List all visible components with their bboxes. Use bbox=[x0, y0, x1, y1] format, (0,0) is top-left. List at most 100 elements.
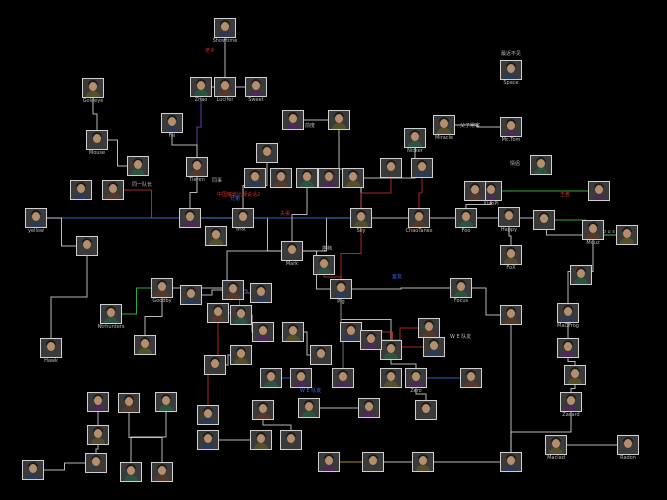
person-node[interactable] bbox=[332, 368, 354, 394]
person-node[interactable] bbox=[418, 318, 440, 344]
person-node[interactable] bbox=[310, 345, 332, 371]
person-node[interactable] bbox=[22, 460, 44, 486]
person-node[interactable] bbox=[296, 168, 318, 194]
person-node[interactable] bbox=[270, 168, 292, 194]
person-node[interactable] bbox=[380, 368, 402, 394]
person-node[interactable] bbox=[358, 398, 380, 424]
person-node[interactable] bbox=[282, 322, 304, 348]
person-node[interactable] bbox=[380, 158, 402, 184]
person-node[interactable] bbox=[530, 155, 552, 181]
person-node[interactable] bbox=[588, 181, 610, 207]
person-node[interactable]: Goodby bbox=[151, 278, 173, 304]
person-node[interactable] bbox=[360, 330, 382, 356]
person-node[interactable] bbox=[362, 452, 384, 478]
person-node[interactable] bbox=[204, 355, 226, 381]
person-node[interactable]: Radon bbox=[617, 435, 639, 461]
person-node[interactable]: Mark bbox=[281, 241, 303, 267]
person-node[interactable] bbox=[197, 430, 219, 456]
person-node[interactable] bbox=[134, 335, 156, 361]
person-node[interactable] bbox=[313, 255, 335, 281]
person-node[interactable] bbox=[500, 452, 522, 478]
person-node[interactable]: Focus bbox=[450, 278, 472, 304]
person-node[interactable] bbox=[87, 425, 109, 451]
person-node[interactable] bbox=[290, 368, 312, 394]
person-node[interactable] bbox=[76, 236, 98, 262]
person-node[interactable] bbox=[85, 453, 107, 479]
person-node[interactable] bbox=[256, 143, 278, 169]
person-node[interactable] bbox=[127, 156, 149, 182]
person-node[interactable] bbox=[298, 398, 320, 424]
person-node[interactable] bbox=[318, 452, 340, 478]
person-node[interactable] bbox=[423, 337, 445, 363]
person-node[interactable]: FoX bbox=[500, 245, 522, 271]
person-node[interactable] bbox=[70, 180, 92, 206]
person-node[interactable] bbox=[340, 322, 362, 348]
person-node[interactable] bbox=[380, 340, 402, 366]
person-node[interactable] bbox=[460, 368, 482, 394]
person-node[interactable]: Sky bbox=[350, 208, 372, 234]
person-node[interactable]: Mouse bbox=[86, 130, 108, 156]
person-node[interactable]: Zero bbox=[405, 368, 427, 394]
person-node[interactable]: Zacard bbox=[560, 392, 582, 418]
person-node[interactable]: Foo bbox=[455, 208, 477, 234]
person-node[interactable] bbox=[120, 462, 142, 488]
person-node[interactable] bbox=[500, 305, 522, 331]
legend-person-node[interactable]: Space bbox=[500, 60, 522, 86]
person-node[interactable]: Fei bbox=[161, 113, 183, 139]
person-node[interactable] bbox=[464, 181, 486, 207]
avatar bbox=[500, 117, 522, 137]
person-node[interactable] bbox=[179, 208, 201, 234]
person-node[interactable] bbox=[222, 280, 244, 306]
person-node[interactable] bbox=[533, 210, 555, 236]
person-node[interactable]: ChaoTanes bbox=[406, 208, 432, 234]
person-node[interactable]: Pig bbox=[330, 279, 352, 305]
person-node[interactable] bbox=[280, 430, 302, 456]
person-node[interactable] bbox=[342, 168, 364, 194]
person-node[interactable] bbox=[230, 305, 252, 331]
person-node[interactable] bbox=[570, 265, 592, 291]
person-node[interactable] bbox=[252, 400, 274, 426]
person-node[interactable] bbox=[102, 180, 124, 206]
person-node[interactable] bbox=[250, 430, 272, 456]
person-node[interactable] bbox=[415, 400, 437, 426]
person-node[interactable] bbox=[260, 368, 282, 394]
person-node[interactable]: Hawk bbox=[40, 338, 62, 364]
person-node[interactable] bbox=[207, 303, 229, 329]
person-node[interactable] bbox=[411, 158, 433, 184]
person-node[interactable] bbox=[250, 283, 272, 309]
person-node[interactable] bbox=[318, 168, 340, 194]
person-node[interactable]: Maclad bbox=[545, 435, 567, 461]
person-node[interactable] bbox=[564, 365, 586, 391]
person-node[interactable]: Sweet bbox=[245, 77, 267, 103]
person-node[interactable]: Mc.Tom bbox=[500, 117, 522, 143]
person-node[interactable] bbox=[282, 110, 304, 136]
person-node[interactable] bbox=[616, 225, 638, 251]
person-node[interactable] bbox=[87, 392, 109, 418]
person-node[interactable] bbox=[180, 285, 202, 311]
person-node[interactable] bbox=[252, 322, 274, 348]
person-node[interactable] bbox=[244, 168, 266, 194]
avatar bbox=[423, 337, 445, 357]
person-node[interactable]: Showtime bbox=[213, 18, 237, 44]
person-node[interactable]: Goldeye bbox=[82, 78, 104, 104]
person-node[interactable]: Ntrhunters bbox=[98, 304, 124, 330]
person-node[interactable] bbox=[412, 452, 434, 478]
person-node[interactable]: yellow bbox=[25, 208, 47, 234]
person-node[interactable] bbox=[230, 345, 252, 371]
person-node[interactable] bbox=[155, 392, 177, 418]
person-node[interactable] bbox=[328, 110, 350, 136]
person-node[interactable]: Tieren bbox=[186, 157, 208, 183]
person-node[interactable] bbox=[118, 393, 140, 419]
person-node[interactable]: Zhao bbox=[190, 77, 212, 103]
person-node[interactable]: Lucifer bbox=[214, 77, 236, 103]
person-node[interactable]: Happy bbox=[498, 207, 520, 233]
person-node[interactable] bbox=[197, 405, 219, 431]
person-node[interactable] bbox=[232, 208, 254, 234]
person-node[interactable]: Mouz bbox=[582, 220, 604, 246]
person-node[interactable] bbox=[557, 338, 579, 364]
person-node[interactable] bbox=[151, 462, 173, 488]
person-node[interactable]: Nicker bbox=[404, 128, 426, 154]
person-node[interactable]: MaDFrog bbox=[557, 303, 579, 329]
person-node[interactable] bbox=[205, 226, 227, 252]
person-node[interactable]: Miracle bbox=[433, 115, 455, 141]
